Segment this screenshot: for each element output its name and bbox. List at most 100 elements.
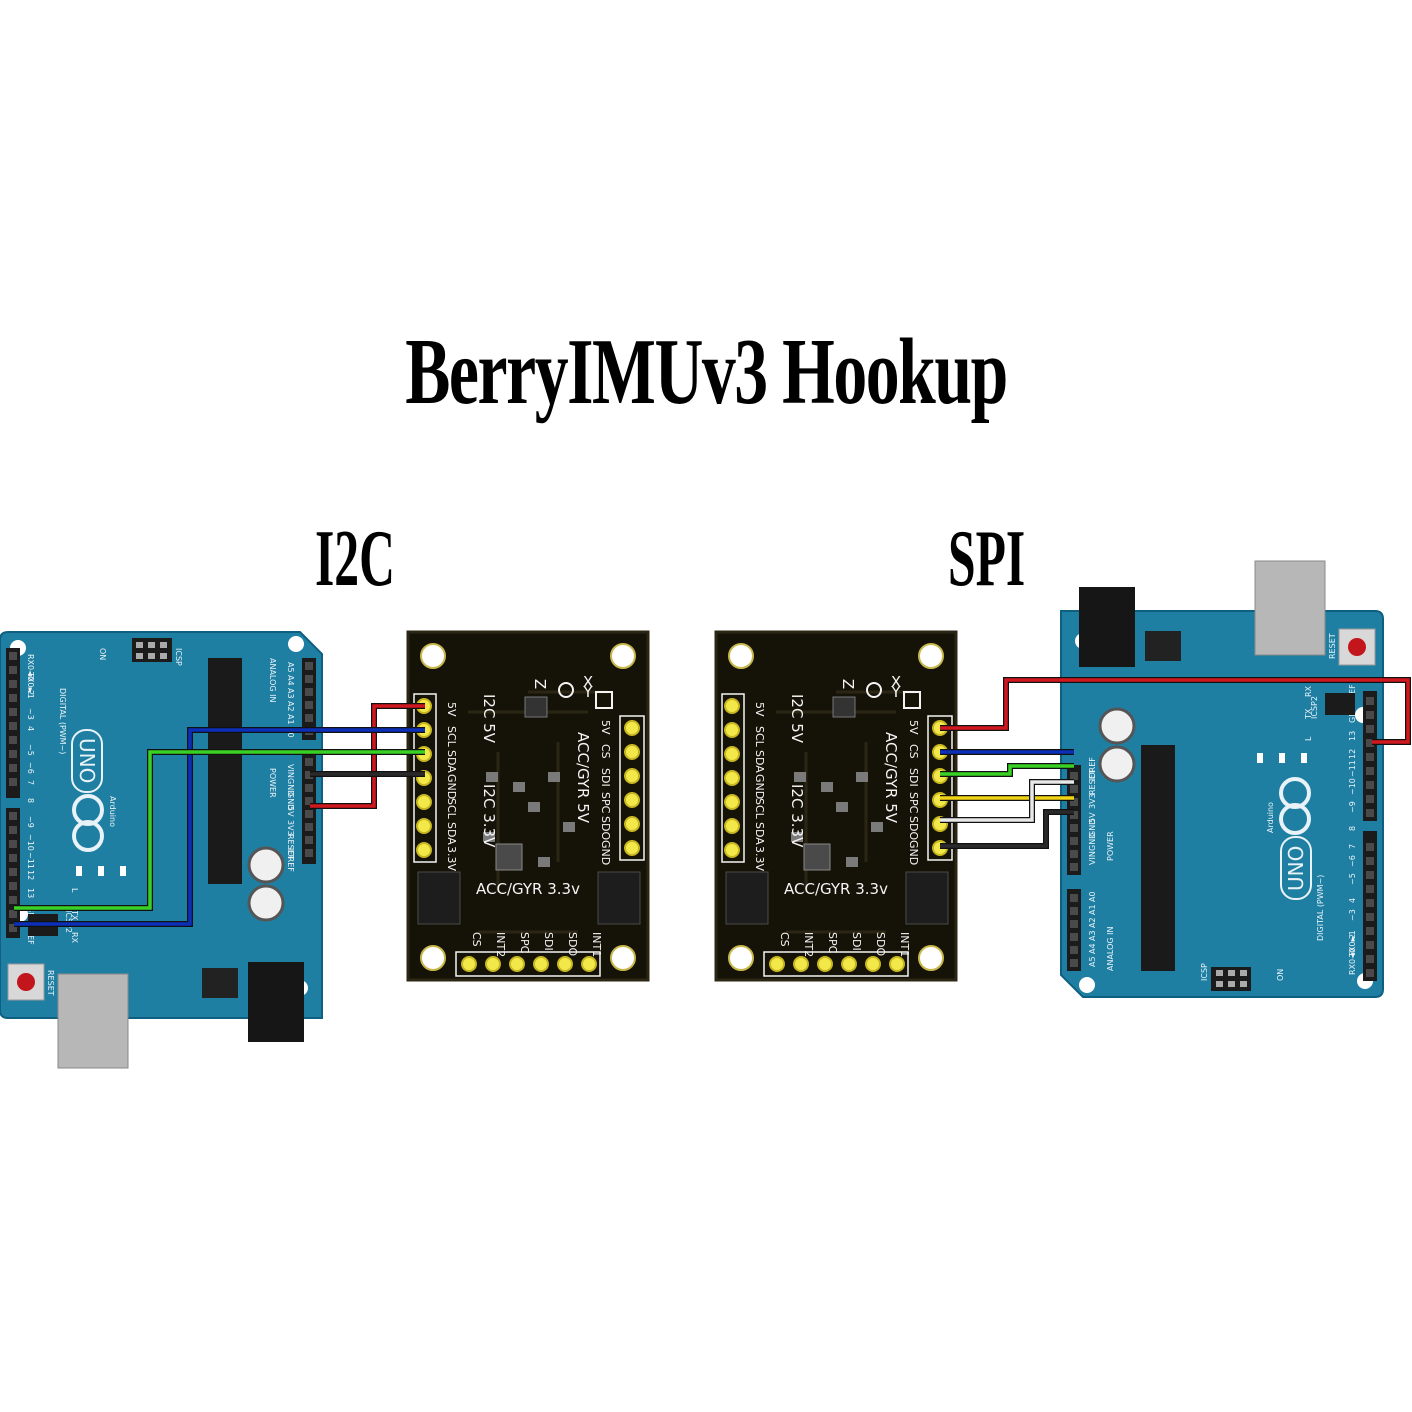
uno-outline xyxy=(71,729,103,793)
header-socket xyxy=(1366,871,1374,879)
digital-pin-label: ~3 xyxy=(1348,909,1357,921)
header-socket xyxy=(9,722,17,730)
wires xyxy=(14,677,1411,927)
header-socket xyxy=(9,812,17,820)
uno-label: UNO xyxy=(75,738,99,783)
header-outline xyxy=(721,693,745,863)
power-pin-label: 5V xyxy=(1088,812,1097,823)
header-pin-label: SCL xyxy=(445,726,458,748)
header-socket xyxy=(1070,933,1078,941)
power-pin-label: 3V3 xyxy=(1088,793,1097,809)
header-socket xyxy=(1366,753,1374,761)
header-socket xyxy=(9,854,17,862)
axis-origin xyxy=(558,682,574,698)
header-socket xyxy=(1366,969,1374,977)
smd-component xyxy=(856,772,868,782)
analog-pin-label: A2 xyxy=(1088,917,1097,928)
header-socket xyxy=(1070,837,1078,845)
header-pin xyxy=(724,818,740,834)
header-pin xyxy=(889,956,905,972)
mounting-hole xyxy=(728,643,754,669)
smd-component xyxy=(486,772,498,782)
header-socket xyxy=(1366,955,1374,963)
header-socket xyxy=(1070,785,1078,793)
header-pin xyxy=(724,770,740,786)
header-socket xyxy=(9,826,17,834)
analog-pin-label: A2 xyxy=(286,701,295,712)
digital-pin-label: 2 xyxy=(1348,934,1357,939)
header-pin xyxy=(557,956,573,972)
sensor-chip xyxy=(495,843,523,871)
header-socket xyxy=(305,836,313,844)
mounting-hole xyxy=(918,945,944,971)
digital-label: DIGITAL (PWM~) xyxy=(1316,875,1325,941)
accgyr-5v-label: ACC/GYR 5V xyxy=(574,732,592,824)
icsp-pin xyxy=(1216,981,1223,987)
axis-x-label: X xyxy=(891,673,901,691)
smd-component xyxy=(846,857,858,867)
header-pin xyxy=(793,956,809,972)
digital-pin-label: ~10 xyxy=(26,834,35,851)
mounting-hole xyxy=(420,945,446,971)
pin1-marker xyxy=(595,691,613,709)
wire-blue-scl xyxy=(14,728,425,926)
header-socket xyxy=(1366,899,1374,907)
wire-green-sdi xyxy=(940,764,1074,776)
header-socket xyxy=(1366,809,1374,817)
capacitor xyxy=(1098,707,1136,745)
axis-y-label: Y xyxy=(890,683,901,701)
header-pin-label: SPC xyxy=(599,792,612,814)
connector-pad xyxy=(725,871,769,925)
sensor-chip xyxy=(832,696,856,718)
icsp-pin xyxy=(160,642,167,648)
header-pin-label: INT1 xyxy=(898,932,911,957)
digital-pin-label: 13 xyxy=(26,888,35,898)
digital-pin-label: 4 xyxy=(26,726,35,731)
digital-pin-label: 4 xyxy=(1348,898,1357,903)
arduino-uno-left: RX0◄0TX0►12~34~5~678~9~10~111213GNDAREFA… xyxy=(0,631,323,1069)
header-pin-label: SPC xyxy=(826,932,839,954)
smd-component xyxy=(513,782,525,792)
header-pin xyxy=(416,842,432,858)
digital-pin-label: TX0►1 xyxy=(1348,930,1357,958)
mounting-hole xyxy=(610,643,636,669)
mounting-hole xyxy=(610,945,636,971)
digital-pin-label: ~6 xyxy=(26,762,35,774)
header-pin-label: SDI xyxy=(907,768,920,787)
header-socket xyxy=(1366,927,1374,935)
mounting-hole xyxy=(728,945,754,971)
analog-pin-label: A3 xyxy=(1088,930,1097,941)
digital-pin-label: TX0►1 xyxy=(26,671,35,699)
header-pin-label: SCL xyxy=(753,798,766,820)
smd-component xyxy=(563,822,575,832)
digital-pin-label: 13 xyxy=(1348,731,1357,741)
header-socket xyxy=(9,778,17,786)
capacitor xyxy=(247,846,285,884)
header-pin xyxy=(581,956,597,972)
digital-pin-label: ~11 xyxy=(1348,760,1357,777)
header-socket xyxy=(305,758,313,766)
header-pin-label: 5V xyxy=(753,702,766,717)
smd-component xyxy=(871,822,883,832)
power-label: POWER xyxy=(1106,831,1115,861)
header-socket xyxy=(1070,959,1078,967)
power-pin-label: 5V xyxy=(286,806,295,817)
accgyr-3v3-label: ACC/GYR 3.3v xyxy=(784,880,888,898)
smd-component xyxy=(528,802,540,812)
capacitor xyxy=(247,884,285,922)
header-pin-label: 5V xyxy=(445,702,458,717)
header-socket xyxy=(1070,850,1078,858)
icsp-pin xyxy=(148,642,155,648)
reset-button xyxy=(7,963,45,1001)
digital-pin-label: RX0◄0 xyxy=(26,654,35,681)
digital-pin-label: RX0◄0 xyxy=(1348,948,1357,975)
header-pin-label: INT2 xyxy=(802,932,815,957)
connector-pad xyxy=(905,871,949,925)
digital-pin-label: ~10 xyxy=(1348,778,1357,795)
header-socket xyxy=(305,810,313,818)
icsp-pin xyxy=(1240,970,1247,976)
header-socket xyxy=(305,675,313,683)
header-socket xyxy=(9,840,17,848)
header-socket xyxy=(305,688,313,696)
axis-z-label: Z xyxy=(531,679,549,689)
